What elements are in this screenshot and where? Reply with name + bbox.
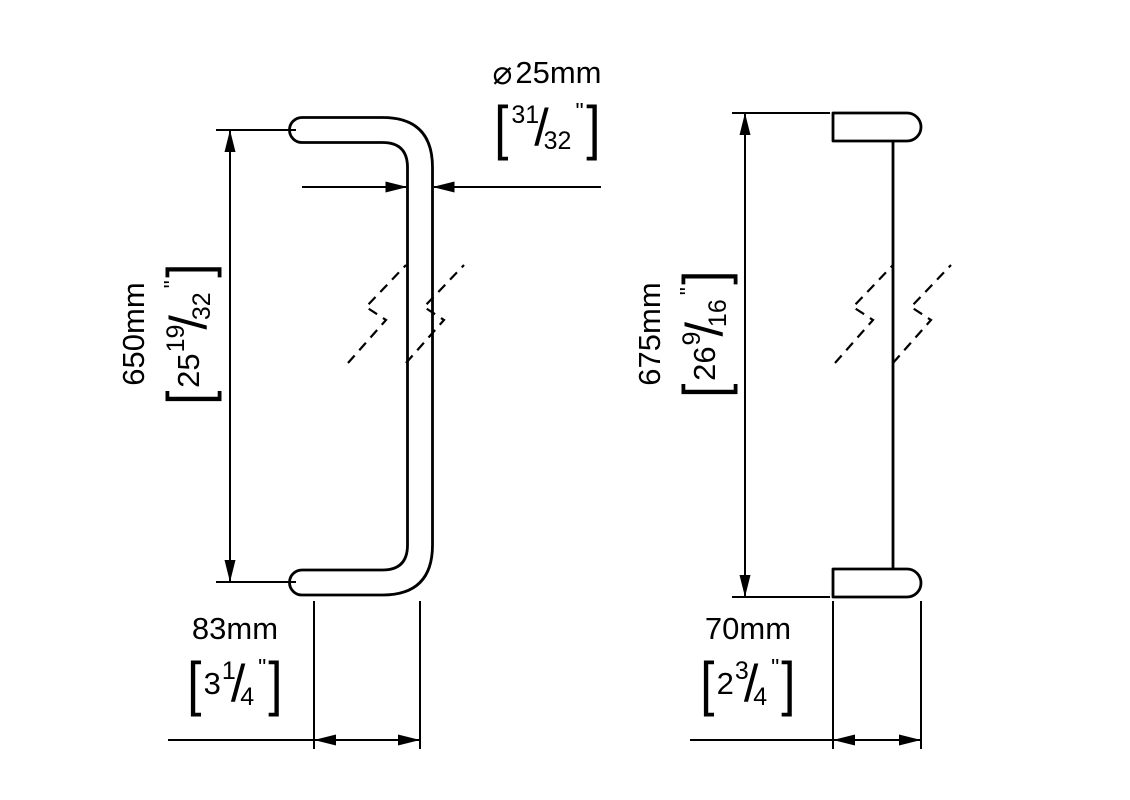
- arrowhead-right: [398, 734, 420, 746]
- inch-mark: ": [771, 653, 780, 680]
- inch-mark: ": [575, 97, 584, 124]
- arrowhead-down: [224, 560, 236, 582]
- side-length-label: 675mm [ 26 9 / 16 " ]: [629, 214, 747, 454]
- bracket-open: [: [493, 94, 509, 161]
- bracket-open: [: [187, 650, 202, 717]
- fraction-numerator: 19: [161, 324, 190, 353]
- fraction-whole: 25: [171, 353, 206, 388]
- diameter-dimension: [302, 181, 601, 193]
- length-dimension: [732, 112, 830, 598]
- arrowhead-left: [432, 181, 455, 193]
- fraction-denominator: 32: [543, 126, 572, 155]
- bottom-post-outline: [831, 567, 923, 599]
- fraction-slash: /: [230, 655, 246, 713]
- bracket-close: ]: [781, 650, 796, 717]
- fraction-numerator: 9: [677, 331, 706, 346]
- front-projection-label: 83mm [ 3 1 / 4 " ]: [145, 612, 325, 722]
- inch-mark: ": [674, 287, 701, 296]
- break-line: [405, 264, 465, 364]
- fraction-denominator: 4: [240, 682, 255, 711]
- arrowhead-left: [314, 734, 336, 746]
- length-dimension: [216, 129, 296, 583]
- arrowhead-left: [833, 734, 855, 746]
- break-line: [347, 264, 407, 364]
- inch-mark: ": [158, 280, 185, 289]
- fraction-numerator: 1: [221, 656, 236, 685]
- projection-mm-text: 83mm: [191, 611, 279, 646]
- side-projection-mm: 70mm: [705, 612, 791, 646]
- break-symbol: [834, 264, 952, 364]
- break-line: [892, 264, 952, 364]
- fraction-whole: 26: [687, 346, 722, 381]
- diameter-symbol: ⌀: [492, 54, 513, 91]
- bracket-close: ]: [155, 263, 222, 278]
- fraction-slash: /: [534, 99, 549, 157]
- length-mm-text: 650mm: [116, 282, 151, 386]
- projection-mm-text: 70mm: [704, 611, 792, 646]
- bracket-open: [: [671, 383, 738, 398]
- front-length-label: 650mm [ 25 19 / 32 " ]: [113, 214, 231, 454]
- side-view: [690, 111, 952, 749]
- top-post-outline: [831, 111, 923, 143]
- front-projection-mm: 83mm: [192, 612, 278, 646]
- break-symbol: [347, 264, 465, 364]
- fraction-whole: 2: [716, 666, 734, 701]
- fraction-denominator: 4: [753, 682, 768, 711]
- fraction-whole: 3: [203, 666, 221, 701]
- bracket-close: ]: [268, 650, 283, 717]
- fraction-numerator: 31: [511, 100, 540, 129]
- bracket-open: [: [700, 650, 715, 717]
- front-projection-inch: [ 3 1 / 4 " ]: [185, 646, 285, 722]
- fraction-denominator: 32: [187, 292, 216, 321]
- break-line: [834, 264, 894, 364]
- side-length-mm: 675mm: [632, 282, 667, 386]
- front-view: [168, 116, 601, 749]
- diameter-mm-text: 25mm: [515, 55, 602, 90]
- arrowhead-right: [385, 181, 408, 193]
- length-mm-text: 675mm: [632, 282, 667, 386]
- side-length-inch: [ 26 9 / 16 " ]: [667, 268, 743, 399]
- fraction-numerator: 3: [734, 656, 749, 685]
- diameter-value-inch: [ 31 / 32 " ]: [492, 90, 603, 166]
- side-projection-inch: [ 2 3 / 4 " ]: [698, 646, 798, 722]
- handle-outline: [288, 116, 434, 597]
- arrowhead-down: [739, 575, 751, 597]
- fraction-slash: /: [743, 655, 759, 713]
- arrowhead-up: [224, 130, 236, 152]
- fraction-denominator: 16: [703, 299, 732, 328]
- arrowhead-up: [739, 113, 751, 135]
- arrowhead-right: [899, 734, 921, 746]
- side-projection-label: 70mm [ 2 3 / 4 " ]: [658, 612, 838, 722]
- bracket-close: ]: [585, 94, 601, 161]
- diameter-label: ⌀25mm [ 31 / 32 " ]: [462, 56, 632, 166]
- inch-mark: ": [258, 653, 267, 680]
- projection-dimension: [168, 601, 421, 749]
- diameter-value-mm: ⌀25mm: [492, 56, 601, 90]
- front-length-inch: [ 25 19 / 32 " ]: [151, 261, 227, 406]
- bracket-open: [: [155, 390, 222, 405]
- width-dimension: [690, 601, 922, 749]
- bracket-close: ]: [671, 270, 738, 285]
- front-length-mm: 650mm: [116, 282, 151, 386]
